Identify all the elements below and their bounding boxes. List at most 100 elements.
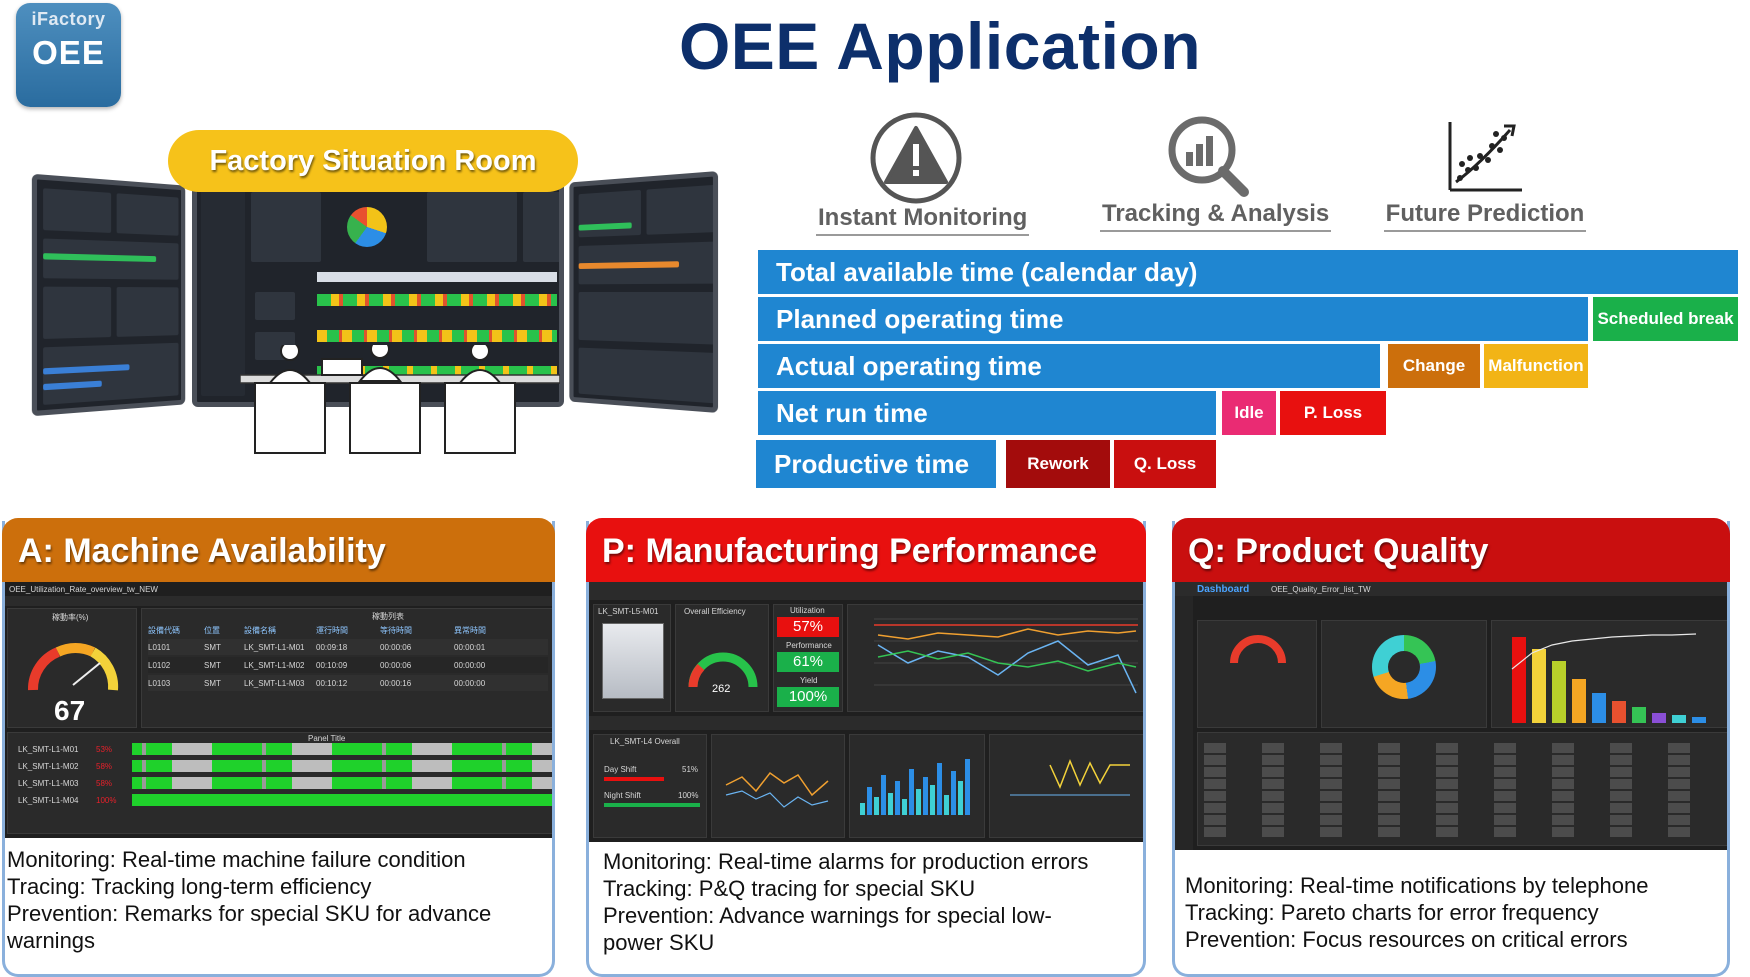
performance-bar <box>930 785 935 815</box>
table-cell: 00:10:12 <box>316 679 348 688</box>
desc-line: Tracking: Pareto charts for error freque… <box>1185 900 1599 925</box>
dashboard-breadcrumb: OEE_Utilization_Rate_overview_tw_NEW <box>9 585 158 594</box>
gauge-title: 稼動率(%) <box>52 613 89 622</box>
yield-trend-chart <box>1010 758 1130 796</box>
table-row[interactable] <box>1204 791 1724 801</box>
utilization-tile: Utilization 57% Performance 61% Yield 10… <box>773 604 843 712</box>
performance-bar <box>874 797 879 815</box>
change-chip: Change <box>1388 344 1480 388</box>
performance-bar <box>958 781 963 815</box>
table-cell: 00:00:01 <box>454 643 486 652</box>
table-row[interactable] <box>1204 779 1724 789</box>
panel-q-title: Q: Product Quality <box>1172 518 1730 582</box>
performance-bar <box>881 775 886 815</box>
quality-donut-tile <box>1321 620 1487 728</box>
table-header-cell: 設備代碼 <box>148 626 180 635</box>
idle-chip: Idle <box>1222 391 1276 435</box>
machine-timeline-bar <box>132 794 552 806</box>
pareto-cumulative-line <box>1511 633 1697 670</box>
panel-product-quality: Q: Product Quality Dashboard OEE_Quality… <box>1172 518 1730 977</box>
category-future-prediction: Future Prediction <box>1380 112 1590 232</box>
table-row[interactable] <box>1204 755 1724 765</box>
table-header-cell: 位置 <box>204 626 220 635</box>
desc-line: Tracing: Tracking long-term efficiency <box>7 874 372 899</box>
category-label: Future Prediction <box>1383 200 1587 232</box>
performance-bar <box>951 771 956 815</box>
performance-bar <box>909 769 914 815</box>
machine-name: LK_SMT-L1-M03 <box>18 779 79 788</box>
desc-line: Prevention: Focus resources on critical … <box>1185 927 1628 952</box>
operators-at-desk-icon <box>240 345 560 454</box>
table-header-row: 設備代碼位置設備名稱運行時間等待時間異常時間 <box>148 625 548 637</box>
table-header-cell: 異常時間 <box>454 626 486 635</box>
page-title: OEE Application <box>678 9 1202 83</box>
table-row[interactable] <box>1204 827 1724 837</box>
table-row[interactable] <box>1204 815 1724 825</box>
performance-bar <box>867 787 872 815</box>
availability-gauge <box>28 643 119 691</box>
dashboard-doc-name: OEE_Quality_Error_list_TW <box>1271 585 1371 594</box>
utilization-value: 57% <box>777 617 839 637</box>
category-tracking-analysis: Tracking & Analysis <box>1100 112 1332 232</box>
efficiency-value: 262 <box>712 683 731 695</box>
desc-line: Prevention: Remarks for special SKU for … <box>7 901 492 926</box>
dashboard-tab[interactable]: Dashboard <box>1197 584 1250 595</box>
table-cell: SMT <box>204 661 221 670</box>
table-cell: LK_SMT-L1-M02 <box>244 661 305 670</box>
machine-timeline-bar <box>132 760 552 772</box>
error-list-table <box>1197 732 1727 846</box>
table-cell: SMT <box>204 679 221 688</box>
machine-timeline-bar <box>132 743 552 755</box>
pareto-bar <box>1532 649 1546 723</box>
pareto-tile <box>1491 620 1727 728</box>
machine-timeline-bar <box>132 777 552 789</box>
shift-overall-label: LK_SMT-L4 Overall <box>610 737 680 746</box>
performance-bar-chart <box>860 755 978 815</box>
panel-a-title: A: Machine Availability <box>2 518 555 582</box>
desc-line: Tracking: P&Q tracing for special SKU <box>603 876 976 901</box>
ifactory-oee-logo: iFactory OEE <box>16 3 121 107</box>
table-row[interactable] <box>1204 743 1724 753</box>
table-row[interactable] <box>1204 767 1724 777</box>
overall-efficiency-label: Overall Efficiency <box>684 607 746 616</box>
quality-gauge <box>1230 635 1286 664</box>
panel-q-description: Monitoring: Real-time notifications by t… <box>1185 872 1723 953</box>
logo-brand: iFactory <box>31 9 106 29</box>
category-label: Instant Monitoring <box>816 204 1030 236</box>
table-cell: 00:00:00 <box>454 661 486 670</box>
scheduled-break-chip: Scheduled break <box>1593 297 1738 341</box>
pareto-bar-chart <box>1506 629 1716 723</box>
efficiency-gauge <box>688 652 758 688</box>
error-list-rows <box>1204 743 1724 843</box>
availability-gauge-value: 67 <box>54 695 86 726</box>
machine-name: LK_SMT-L5-M01 <box>598 607 659 616</box>
desc-line: Monitoring: Real-time notifications by t… <box>1185 873 1649 898</box>
panel-p-title: P: Manufacturing Performance <box>586 518 1146 582</box>
shift-trend-chart <box>725 771 829 808</box>
table-row[interactable] <box>1204 803 1724 813</box>
table-title: 稼動列表 <box>372 612 404 621</box>
quality-dashboard: Dashboard OEE_Quality_Error_list_TW <box>1175 582 1727 850</box>
category-instant-monitoring: Instant Monitoring <box>816 112 1030 236</box>
overall-efficiency-tile: Overall Efficiency 262 <box>675 604 769 712</box>
pareto-bar <box>1612 701 1626 723</box>
panel-a-description: Monitoring: Real-time machine failure co… <box>7 846 548 954</box>
day-shift-value: 51% <box>682 765 699 774</box>
day-shift-label: Day Shift <box>604 765 637 774</box>
yield-trend-tile <box>989 734 1143 838</box>
desc-line: Monitoring: Real-time machine failure co… <box>7 847 466 872</box>
performance-bar <box>860 803 865 815</box>
center-wall-screen <box>192 177 564 407</box>
quality-sidebar <box>1175 596 1193 850</box>
table-cell: L0101 <box>148 643 171 652</box>
actual-operating-time-bar: Actual operating time <box>758 344 1380 388</box>
right-wall-screen <box>569 170 719 414</box>
